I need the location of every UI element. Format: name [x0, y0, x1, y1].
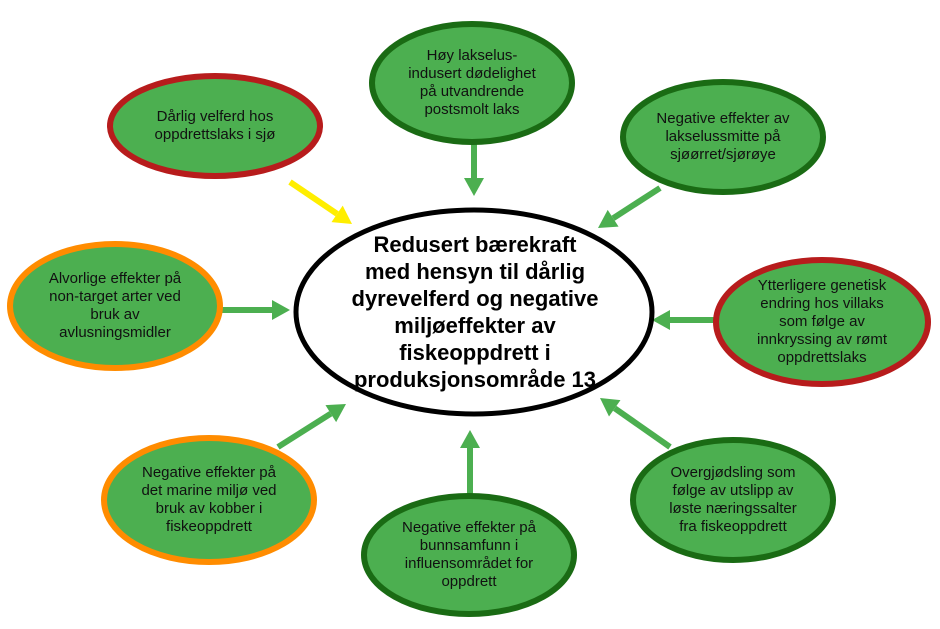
arrow-bottom-right — [600, 398, 672, 450]
node-label-right: Ytterligere genetisk endring hos villaks… — [756, 277, 888, 366]
arrow-top-left-shaft — [288, 179, 339, 217]
arrow-bottom — [460, 430, 480, 496]
node-ellipse-bottom-right — [630, 437, 836, 563]
node-label-bottom-right: Overgjødsling som følge av utslipp av lø… — [669, 464, 797, 535]
arrow-top-right — [598, 185, 662, 228]
arrow-bottom-left-head — [325, 404, 346, 423]
node-ellipse-top-left — [107, 73, 323, 179]
node-label-top: Høy lakselus- indusert dødelighet på utv… — [408, 47, 536, 118]
node-label-bottom-left: Negative effekter på det marine miljø ve… — [141, 464, 277, 535]
arrow-top — [464, 142, 484, 196]
arrow-bottom-right-shaft — [613, 405, 672, 450]
arrow-right-head — [652, 310, 670, 330]
node-ellipse-bottom — [361, 493, 577, 617]
arrow-top-right-head — [598, 209, 619, 228]
node-ellipse-top-right — [620, 79, 826, 195]
arrow-bottom-right-head — [600, 398, 621, 417]
arrow-right — [652, 310, 716, 330]
node-ellipse-right — [713, 257, 931, 387]
arrow-bottom-left — [276, 404, 346, 450]
arrow-top-right-shaft — [611, 185, 662, 221]
node-label-left: Alvorlige effekter på non-target arter v… — [48, 270, 182, 341]
node-ellipse-top — [369, 21, 575, 145]
node-label-bottom: Negative effekter på bunnsamfunn i influ… — [402, 519, 536, 590]
center-ellipse — [293, 207, 655, 417]
node-ellipse-bottom-left — [101, 435, 317, 565]
arrow-top-head — [464, 178, 484, 196]
node-label-top-left: Dårlig velferd hos oppdrettslaks i sjø — [154, 108, 276, 143]
arrow-left-head — [272, 300, 290, 320]
arrow-left — [222, 300, 290, 320]
arrow-bottom-head — [460, 430, 480, 448]
node-ellipse-left — [7, 241, 223, 371]
arrow-top-left-head — [331, 205, 352, 224]
center-label: Redusert bærekraft med hensyn til dårlig… — [351, 232, 599, 392]
arrow-bottom-left-shaft — [276, 411, 333, 450]
node-label-top-right: Negative effekter av lakselussmitte på s… — [656, 110, 790, 163]
arrow-top-left — [288, 179, 352, 224]
